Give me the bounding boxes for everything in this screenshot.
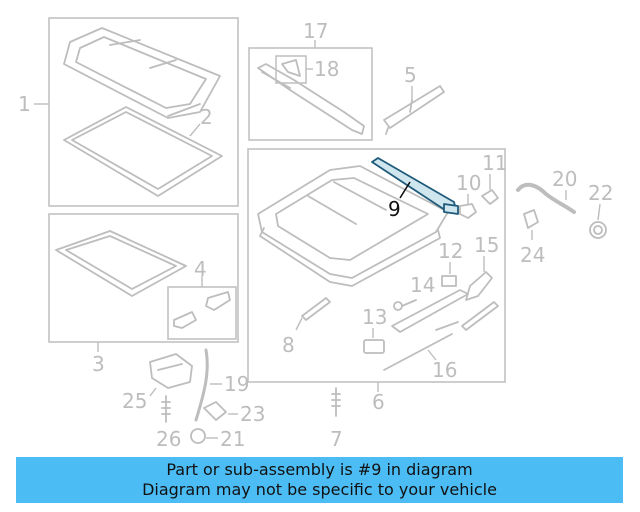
group-box-3 [48,213,239,343]
roof-trim-strip [383,85,445,135]
sunshade-handle-parts [173,291,231,329]
drive-rail-part-14 [391,289,469,333]
callout-26: 26 [156,427,181,451]
callout-25: 25 [122,389,147,413]
motor-part-13 [363,339,385,354]
callout-8: 8 [282,333,295,357]
callout-16: 16 [432,358,457,382]
drain-hose-part-20 [516,182,576,214]
sunroof-glass-panel [63,27,221,119]
sunshade-panel [55,230,187,297]
clip-part-24 [523,209,539,229]
callout-21: 21 [220,427,245,451]
callout-4: 4 [194,257,207,281]
strip-part-8 [301,297,331,321]
callout-5: 5 [404,63,417,87]
parts-diagram: 1 2 3 4 17 18 5 [18,17,613,451]
callout-11: 11 [482,151,507,175]
group-box-6 [247,148,506,383]
bracket-part-15 [465,271,493,301]
callout-3: 3 [92,352,105,376]
drive-cable-part-16 [383,333,453,371]
bracket-part-10 [459,203,477,219]
wind-deflector [257,63,365,135]
callout-14: 14 [410,273,435,297]
callout-18: 18 [314,57,339,81]
callout-20: 20 [552,167,577,191]
front-rail-part-9 [371,157,459,215]
guide-rail [461,301,499,331]
hose-part-19 [194,348,209,422]
callout-12: 12 [438,239,463,263]
callout-7: 7 [330,427,343,451]
callout-22: 22 [588,181,613,205]
block-part-12 [441,275,457,287]
connector-part-23 [203,401,227,421]
bracket-part-11 [481,189,499,205]
group-box-1 [48,17,239,207]
callout-9: 9 [388,197,401,221]
callout-17: 17 [303,19,328,43]
callout-19: 19 [224,372,249,396]
callout-2: 2 [200,105,213,129]
callout-1: 1 [18,92,31,116]
banner-line-1: Part or sub-assembly is #9 in diagram [166,460,473,479]
grommet-part-22 [589,221,607,239]
callout-6: 6 [372,390,385,414]
bolt-part-26 [161,395,171,423]
clamp-part-21 [190,428,206,444]
banner-line-2: Diagram may not be specific to your vehi… [142,480,497,499]
sunroof-frame [257,165,449,287]
callout-23: 23 [240,402,265,426]
bolt-part-7 [331,387,341,417]
callout-24: 24 [520,243,545,267]
info-banner: Part or sub-assembly is #9 in diagram Di… [16,457,623,503]
deflector-clip [281,59,301,77]
callout-15: 15 [474,233,499,257]
motor-unit-part-25 [149,353,193,389]
glass-seal [63,106,223,197]
group-box-17 [248,47,373,141]
callout-10: 10 [456,171,481,195]
callout-13: 13 [362,305,387,329]
